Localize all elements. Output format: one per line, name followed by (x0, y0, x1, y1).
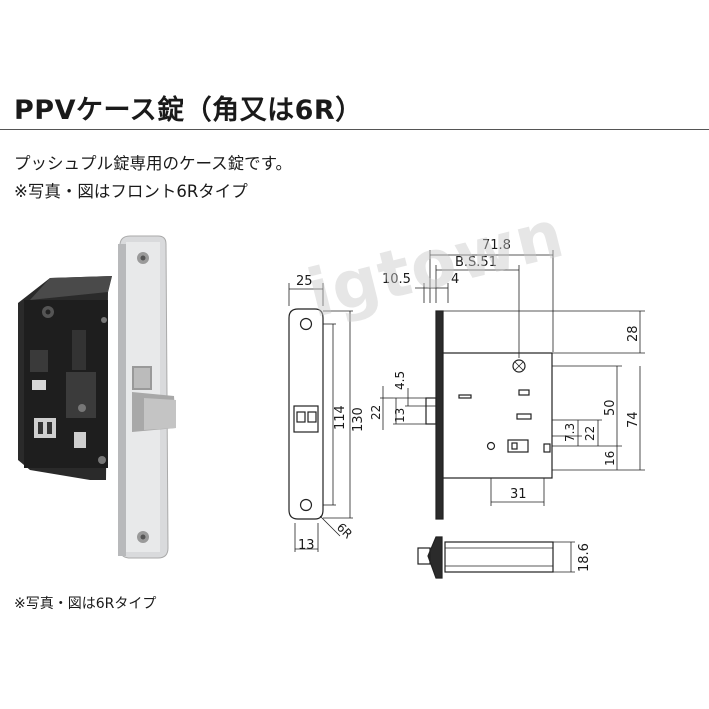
title-divider (0, 129, 709, 130)
lock-photo (18, 235, 176, 559)
description-line-1: プッシュプル錠専用のケース錠です。 (14, 154, 293, 173)
front-view-drawing (288, 283, 353, 552)
dim-74-label: 74 (626, 411, 641, 428)
dim-28-label: 28 (626, 325, 641, 342)
front-inner-length-label: 114 (333, 405, 348, 430)
side-view-drawing (380, 250, 645, 520)
thickness-label: 18.6 (577, 543, 592, 572)
bottom-view-drawing (417, 536, 575, 579)
photo-caption: ※写真・図は6Rタイプ (14, 596, 157, 612)
product-description: プッシュプル錠専用のケース錠です。 ※写真・図はフロント6Rタイプ (14, 150, 292, 206)
dim-31-label: 31 (510, 487, 527, 502)
dim-50-label: 50 (603, 399, 618, 416)
overall-depth-label: 71.8 (482, 238, 511, 253)
dim-22-left-label: 22 (369, 405, 383, 420)
front-width-label: 25 (296, 274, 313, 289)
page-title: PPVケース錠（角又は6R） (14, 95, 363, 126)
dim-7-3-label: 7.3 (563, 423, 577, 442)
front-bottom-width-label: 13 (298, 538, 315, 553)
dim-13-left-label: 13 (393, 408, 407, 423)
front-outer-length-label: 130 (351, 407, 366, 432)
dim-16-label: 16 (603, 451, 617, 466)
dim-22-right-label: 22 (583, 426, 597, 441)
dim-4-5-label: 4.5 (393, 371, 407, 390)
front-corner-radius-label: 6R (334, 520, 355, 541)
backset-label: B.S.51 (455, 255, 497, 270)
offset-a-label: 10.5 (382, 272, 411, 287)
offset-b-label: 4 (451, 272, 459, 287)
description-line-2: ※写真・図はフロント6Rタイプ (14, 182, 248, 201)
